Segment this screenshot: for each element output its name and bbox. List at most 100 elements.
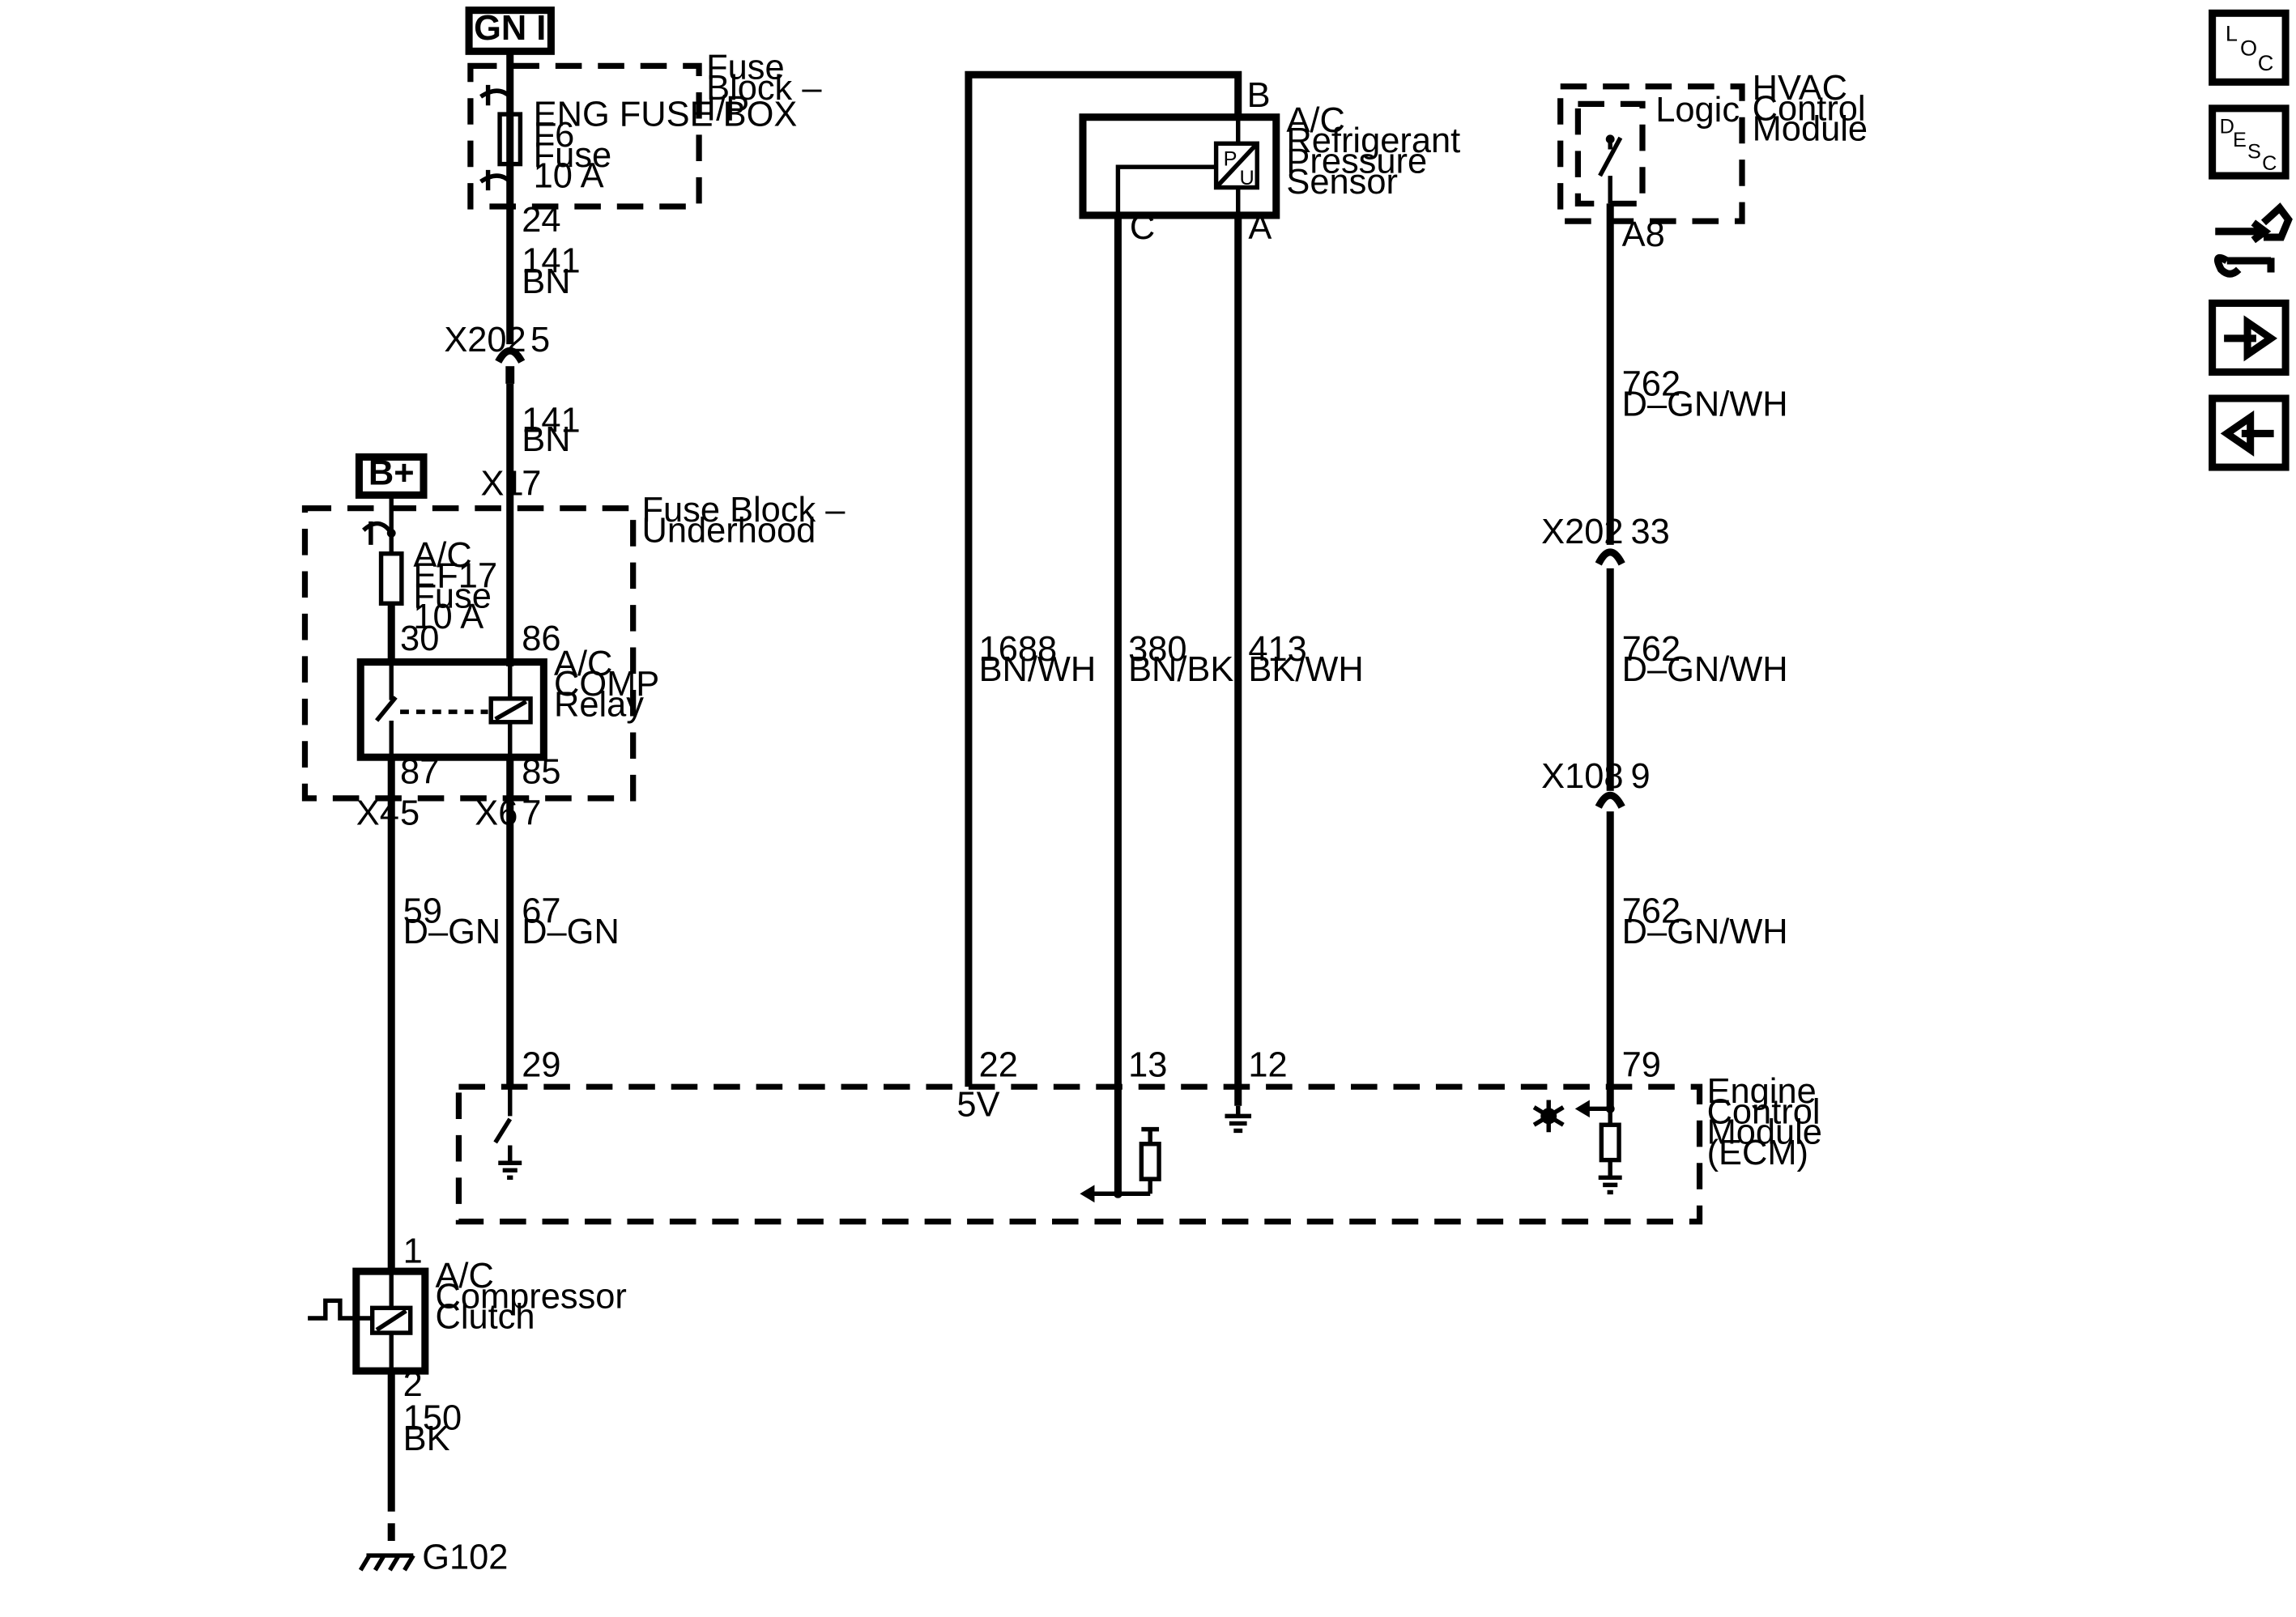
relay-pin-87: 87 [400, 753, 439, 792]
fuse-block-ip-title-1: Fuse [706, 49, 785, 87]
desc-letter-c: C [2262, 152, 2277, 175]
wire-150-label-2: BK [403, 1419, 450, 1458]
ign-label: IGN II [464, 9, 556, 48]
wire-380-label-1: 380 [1128, 630, 1186, 669]
fuse-ef17-label-3: Fuse [413, 577, 492, 616]
wire-141-label-a2: BN [522, 262, 570, 301]
sensor-pin-a: A [1248, 208, 1272, 247]
bplus-power-source: B+ [355, 453, 428, 499]
x1-label: X1 [481, 464, 524, 503]
hvac-label-1: HVAC [1753, 69, 1847, 108]
x202-b-label: X202 [1541, 513, 1623, 551]
x108-label: X108 [1541, 757, 1623, 796]
hvac-label-2: Control [1753, 89, 1866, 128]
sensor-pin-c: C [1130, 208, 1155, 247]
bplus-label: B+ [368, 454, 415, 493]
ecm-5v-label: 5V [956, 1085, 999, 1124]
wire-59-label-2: D–GN [403, 913, 501, 951]
wire-67-label-1: 67 [522, 892, 560, 931]
wire-762-label-b2: D–GN/WH [1622, 650, 1788, 689]
connector-tool-icon[interactable] [2213, 202, 2293, 278]
x202-a-label: X202 [444, 321, 526, 360]
ecm-pin-79: 79 [1622, 1046, 1661, 1085]
fuse-block-ip-title-3: I/P [706, 89, 749, 128]
desc-letter-d: D [2220, 116, 2234, 138]
fuse-f6-label-3: Fuse [534, 136, 612, 175]
relay-pin-85: 85 [522, 753, 560, 792]
connector-x202-pin33: X202 33 [1541, 513, 1670, 566]
wire-762-label-c1: 762 [1622, 892, 1680, 931]
ecm-label-2: Control [1707, 1092, 1821, 1131]
connector-x202-pin5: X202 5 [444, 321, 550, 384]
desc-button[interactable]: D E S C [2209, 104, 2290, 180]
snowflake-icon [1532, 1100, 1565, 1133]
arrow-left-button[interactable] [2209, 394, 2290, 471]
x1-pin: 7 [522, 464, 541, 503]
clutch-label-2: Compressor [435, 1277, 626, 1316]
relay-label-3: Relay [554, 686, 644, 725]
hvac-control-module: Logic HVAC Control Module A8 [1557, 69, 1868, 254]
fuse-block-underhood: Fuse Block – Underhood A/C EF17 Fuse 10 … [301, 491, 846, 802]
fuse-block-underhood-title-1: Fuse Block – [642, 491, 846, 530]
wire-141-label-b2: BN [522, 420, 570, 459]
ac-comp-relay: A/C COMP Relay [356, 645, 659, 761]
fuse-ip-pin-24: 24 [522, 201, 560, 240]
ac-refrigerant-pressure-sensor: P U A/C Refrigerant Pressure Sensor C A [1079, 101, 1460, 247]
fuse-block-ip: Fuse Block – I/P ENG FUSE BOX F6 Fuse 10… [467, 49, 822, 240]
loc-letter-c: C [2258, 50, 2274, 75]
wire-762-label-b1: 762 [1622, 630, 1680, 669]
arrow-left-icon [2220, 410, 2274, 457]
x108-pin: 9 [1631, 757, 1651, 796]
relay-pin-86: 86 [522, 619, 560, 658]
fuse-ef17-label-4: 10 A [413, 598, 483, 636]
ecm-pin-22: 22 [979, 1046, 1018, 1085]
ecm-label-1: Engine [1707, 1072, 1817, 1111]
clutch-label-3: Clutch [435, 1298, 535, 1337]
wire-59-label-1: 59 [403, 892, 442, 931]
hvac-pin-a8: A8 [1622, 215, 1665, 254]
fuse-block-ip-title-2: Block – [706, 69, 822, 108]
wire-141-label-a1: 141 [522, 241, 580, 280]
hvac-label-3: Module [1753, 110, 1868, 149]
wire-762-label-c2: D–GN/WH [1622, 913, 1788, 951]
ac-compressor-clutch: 1 A/C Compressor Clutch 2 [308, 1232, 627, 1404]
fuse-block-underhood-title-2: Underhood [642, 511, 816, 550]
arrow-right-icon [2224, 315, 2277, 362]
wire-413-label-1: 413 [1248, 630, 1306, 669]
engine-control-module: Engine Control Module (ECM) 29 22 13 12 … [455, 1046, 1822, 1225]
wire-150-label-1: 150 [403, 1398, 462, 1437]
wire-67-label-2: D–GN [522, 913, 620, 951]
x202-b-pin: 33 [1631, 513, 1670, 551]
wire-762-label-a1: 762 [1622, 364, 1680, 403]
wire-1688-label-2: BN/WH [979, 650, 1097, 689]
relay-label-1: A/C [554, 645, 612, 683]
x6-pin: 7 [522, 794, 541, 832]
desc-letter-e: E [2233, 129, 2247, 151]
ground-g102: G102 [358, 1538, 508, 1577]
ecm-pin-12: 12 [1248, 1046, 1287, 1085]
fuse-ef17-label-1: A/C [413, 536, 471, 575]
clutch-label-1: A/C [435, 1257, 493, 1296]
sensor-label-2: Refrigerant [1286, 121, 1460, 160]
ground-label: G102 [422, 1538, 508, 1577]
clutch-pin-1: 1 [403, 1232, 423, 1270]
loc-letter-l: L [2226, 21, 2238, 46]
ecm-label-3: Module [1707, 1113, 1822, 1152]
wire-413-label-2: BK/WH [1248, 650, 1363, 689]
fuse-ef17-label-2: EF17 [413, 556, 497, 595]
relay-pin-30: 30 [400, 619, 439, 658]
sensor-label-1: A/C [1286, 101, 1344, 140]
connector-x108-pin9: X108 9 [1541, 757, 1651, 809]
arrow-right-button[interactable] [2209, 299, 2290, 376]
wire-762-label-a2: D–GN/WH [1622, 385, 1788, 424]
ign-ii-power-source: IGN II [464, 6, 556, 55]
loc-button[interactable]: L O C [2209, 9, 2290, 86]
ecm-pin-13: 13 [1128, 1046, 1167, 1085]
sensor-symbol-u: U [1240, 167, 1254, 189]
x202-a-pin: 5 [530, 321, 550, 360]
desc-letter-s: S [2247, 140, 2261, 163]
loc-letter-o: O [2240, 36, 2257, 61]
wire-1688-label-1: 1688 [979, 630, 1058, 669]
sensor-label-3: Pressure [1286, 142, 1427, 181]
